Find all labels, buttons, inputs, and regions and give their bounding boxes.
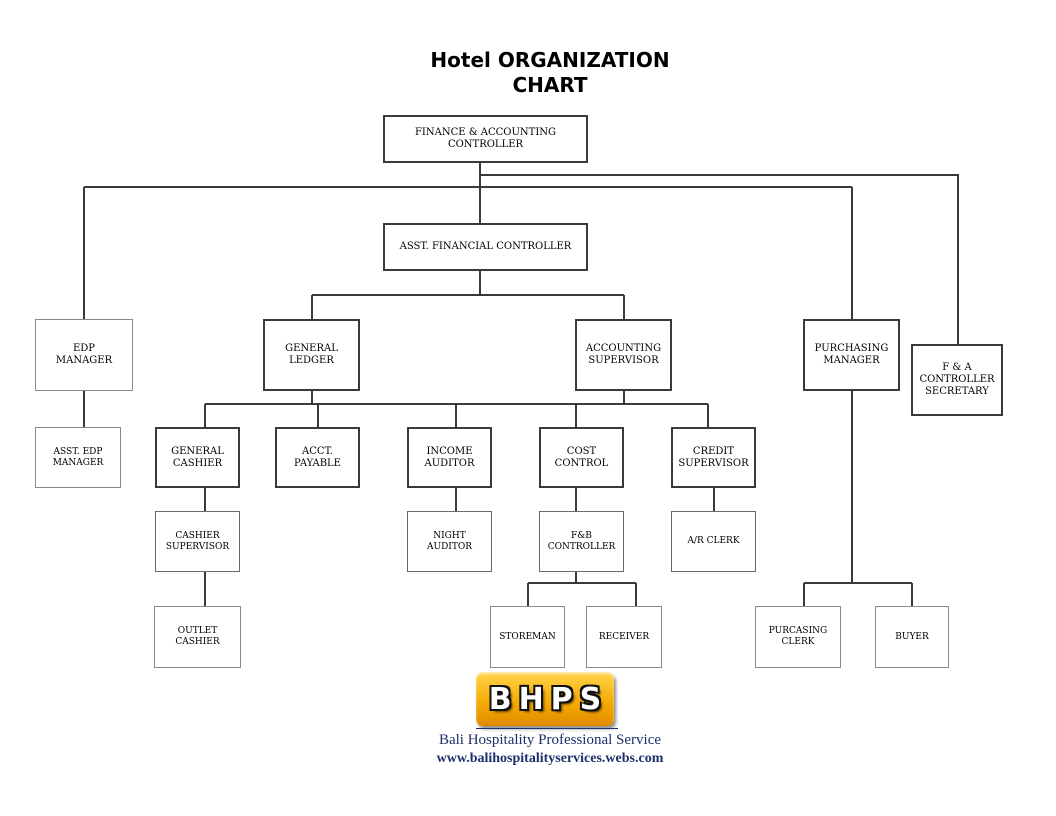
income-auditor-box: INCOME AUDITOR xyxy=(407,427,492,488)
ar-clerk-box: A/R CLERK xyxy=(671,511,756,572)
purchasing-manager-box: PURCHASING MANAGER xyxy=(803,319,900,391)
title-line-2: CHART xyxy=(512,73,588,97)
receiver-box: RECEIVER xyxy=(586,606,662,668)
finance-accounting-controller-box: FINANCE & ACCOUNTING CONTROLLER xyxy=(383,115,588,163)
outlet-cashier-box: OUTLET CASHIER xyxy=(154,606,241,668)
bhps-logo-text: BHPS xyxy=(488,681,609,717)
general-cashier-box: GENERAL CASHIER xyxy=(155,427,240,488)
asst-financial-controller-box: ASST. FINANCIAL CONTROLLER xyxy=(383,223,588,271)
logo-divider xyxy=(476,728,618,729)
cost-control-box: COST CONTROL xyxy=(539,427,624,488)
asst-edp-manager-box: ASST. EDP MANAGER xyxy=(35,427,121,488)
edp-manager-box: EDP MANAGER xyxy=(35,319,133,391)
buyer-box: BUYER xyxy=(875,606,949,668)
page-title: Hotel ORGANIZATION CHART xyxy=(380,48,720,98)
title-line-1: Hotel ORGANIZATION xyxy=(430,48,670,72)
storeman-box: STOREMAN xyxy=(490,606,565,668)
connector-line xyxy=(480,174,959,344)
fa-controller-secretary-box: F & A CONTROLLER SECRETARY xyxy=(911,344,1003,416)
purcasing-clerk-box: PURCASING CLERK xyxy=(755,606,841,668)
bhps-logo: BHPS xyxy=(476,672,614,726)
general-ledger-box: GENERAL LEDGER xyxy=(263,319,360,391)
accounting-supervisor-box: ACCOUNTING SUPERVISOR xyxy=(575,319,672,391)
cashier-supervisor-box: CASHIER SUPERVISOR xyxy=(155,511,240,572)
acct-payable-box: ACCT. PAYABLE xyxy=(275,427,360,488)
credit-supervisor-box: CREDIT SUPERVISOR xyxy=(671,427,756,488)
company-name: Bali Hospitality Professional Service xyxy=(438,732,662,748)
company-url: www.balihospitalityservices.webs.com xyxy=(436,751,664,766)
night-auditor-box: NIGHT AUDITOR xyxy=(407,511,492,572)
fb-controller-box: F&B CONTROLLER xyxy=(539,511,624,572)
